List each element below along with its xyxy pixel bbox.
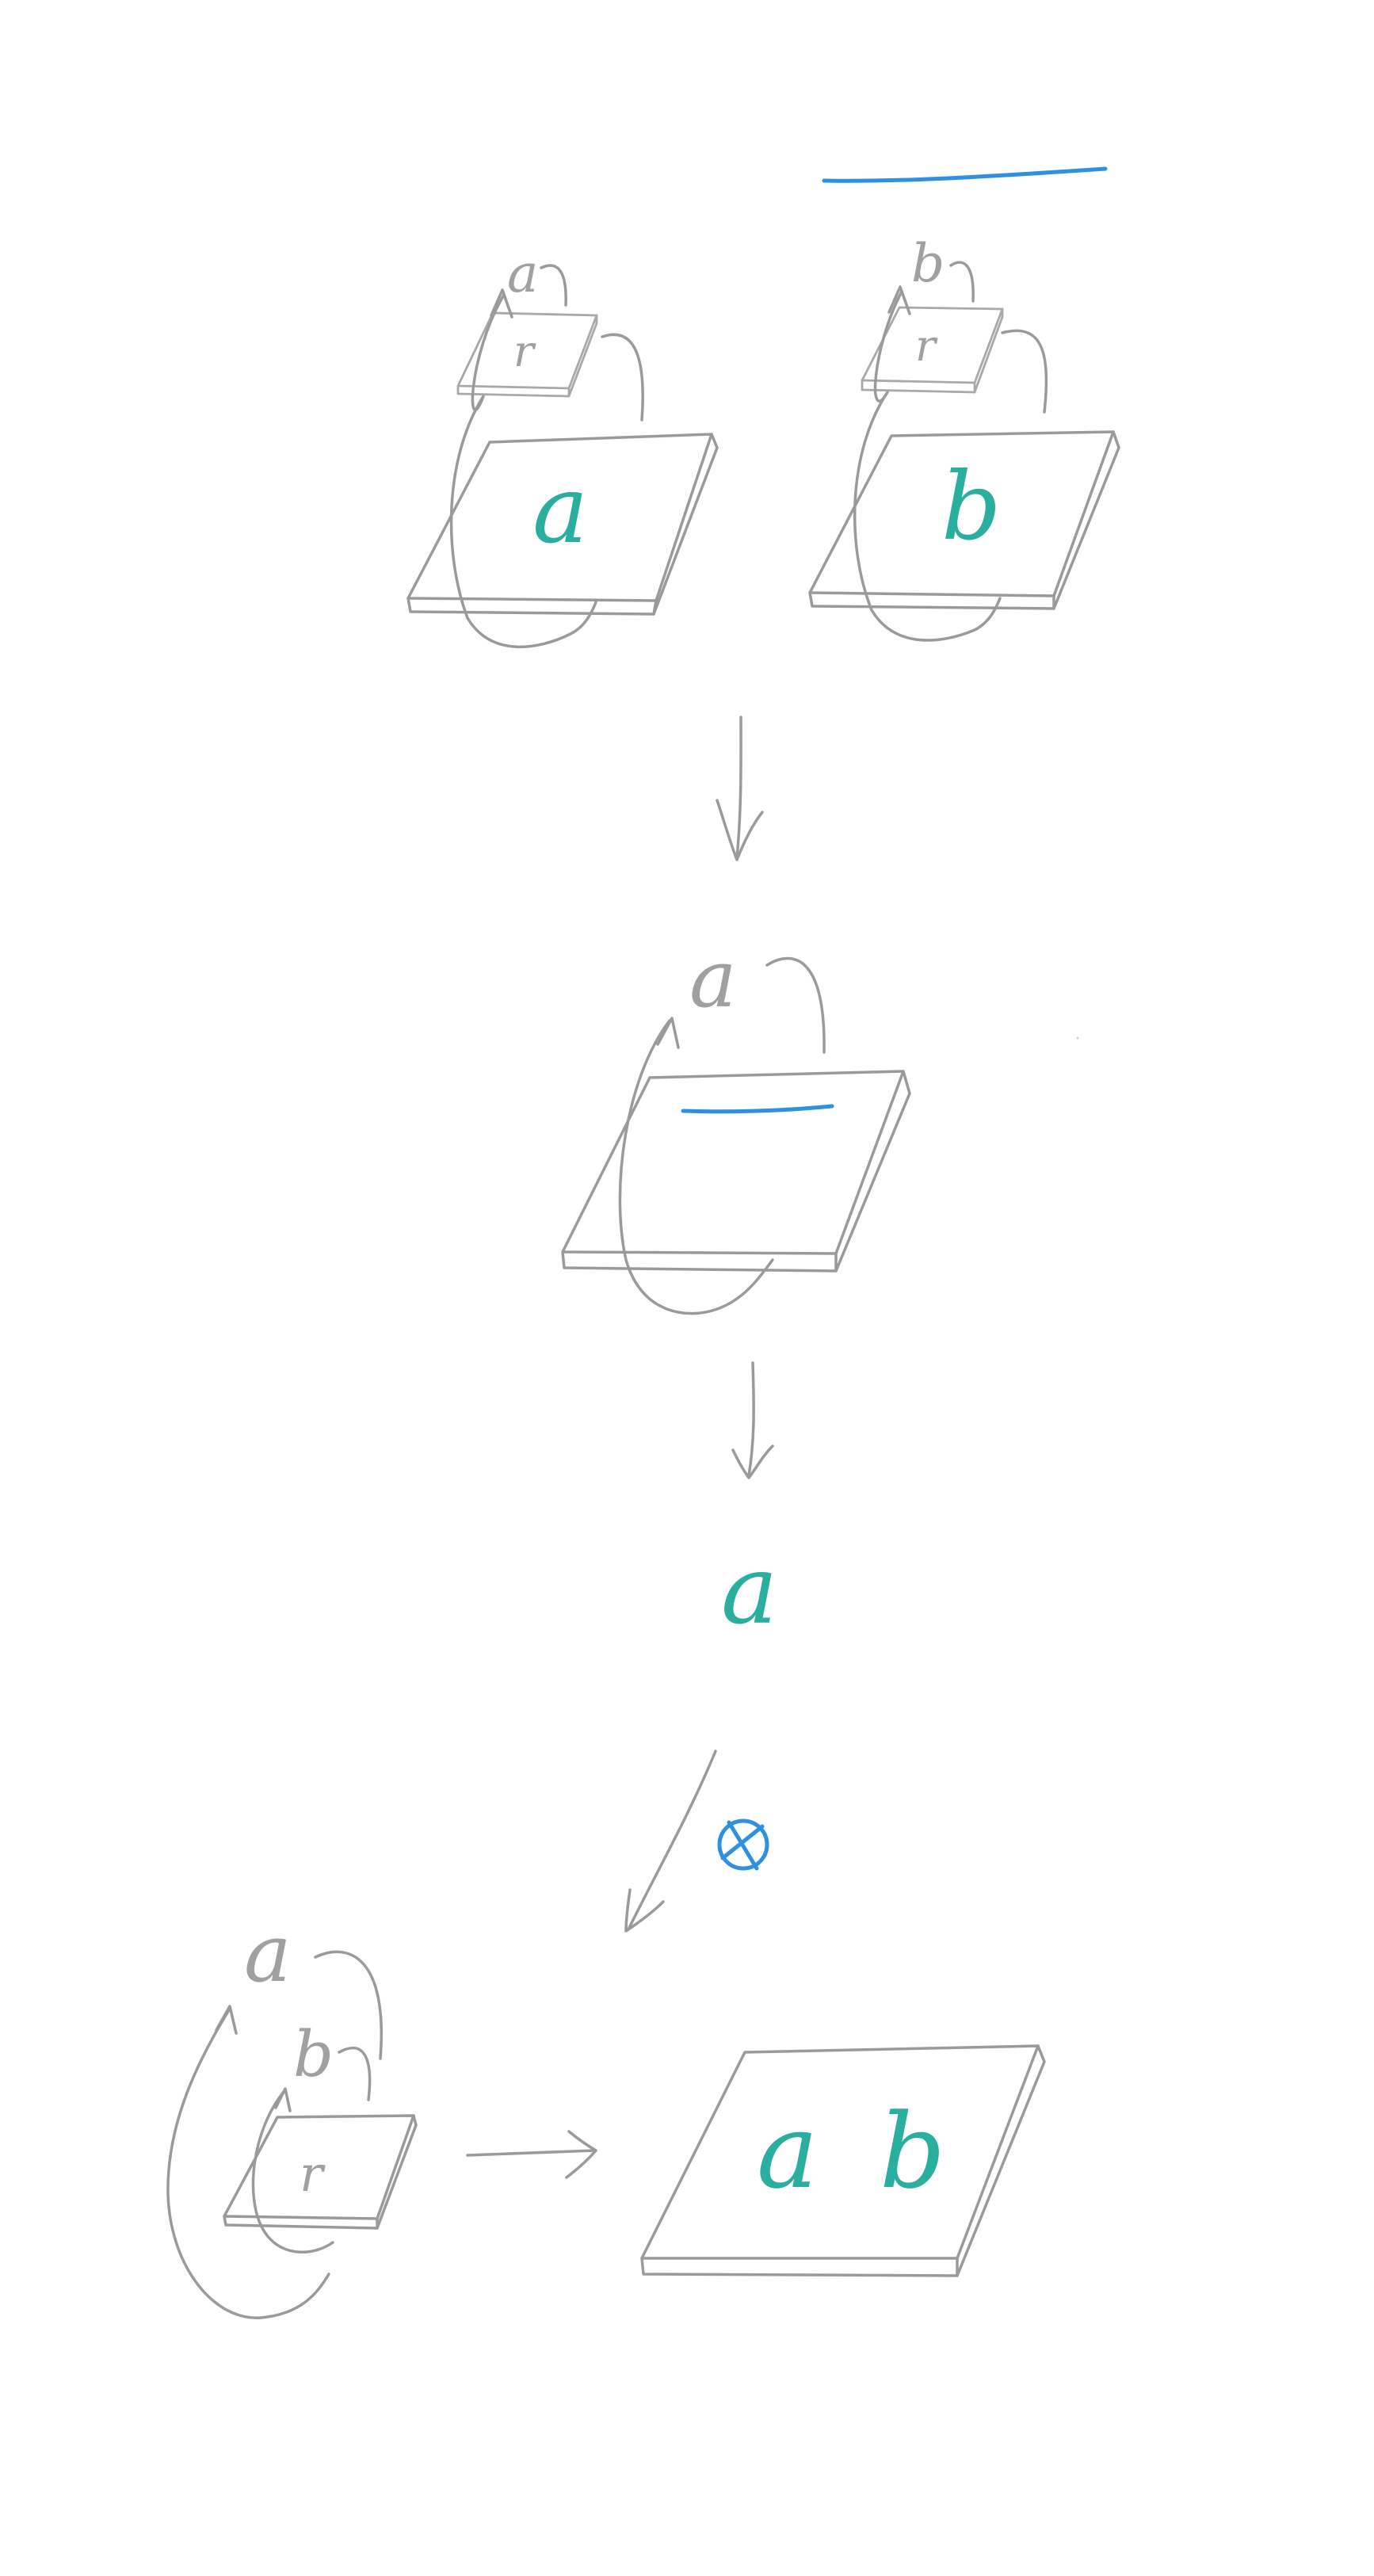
left-hook-arrow [540, 264, 567, 307]
bottom-plate-label-r: r [300, 2145, 326, 2203]
right-plate-label-b: b [941, 452, 1002, 561]
bottom-hook-arrow-b [338, 2046, 372, 2101]
top-overline [822, 166, 1108, 183]
bottom-label-a: a [244, 1907, 292, 2000]
down-arrow-icon [731, 1361, 774, 1479]
middle-blue-overline [681, 1104, 834, 1114]
result-label-a: a [721, 1536, 778, 1646]
right-loop-arrow-icon [853, 290, 1002, 642]
left-return-arrow-icon [601, 333, 644, 422]
right-plate-label-r: r [915, 321, 938, 371]
right-hook-arrow [949, 261, 975, 303]
right-label-b: b [911, 233, 945, 294]
right-return-arrow-icon [1001, 329, 1048, 414]
tensor-symbol [717, 1818, 769, 1871]
bottom-outer-loop-icon [166, 2007, 330, 2319]
bottom-inner-loop-icon [251, 2090, 334, 2254]
left-plate-label-a: a [532, 455, 588, 564]
right-large-plate: b [808, 430, 1120, 610]
diagonal-arrow-icon [624, 1750, 717, 1933]
stray-dot [1076, 1036, 1079, 1040]
down-arrow-icon [716, 716, 764, 861]
bottom-hook-arrow-a [314, 1950, 383, 2060]
left-label-a: a [507, 243, 538, 304]
bottom-plate-label-b: b [880, 2091, 945, 2212]
left-small-plate: r [456, 311, 598, 398]
left-loop-arrow-icon [449, 293, 597, 649]
middle-plate [561, 1070, 911, 1273]
right-small-plate: r [861, 306, 1004, 394]
bottom-large-plate: a b [640, 2044, 1046, 2277]
middle-hook-arrow [765, 956, 826, 1054]
middle-loop-arrow-icon [618, 1019, 774, 1315]
left-large-plate: a [406, 433, 719, 616]
bottom-plate-label-a: a [757, 2091, 819, 2212]
left-plate-label-r: r [513, 326, 536, 376]
middle-label-a: a [689, 933, 737, 1025]
bottom-label-b: b [293, 2017, 334, 2091]
bottom-small-plate: r [223, 2114, 418, 2230]
right-arrow-icon [466, 2130, 597, 2179]
